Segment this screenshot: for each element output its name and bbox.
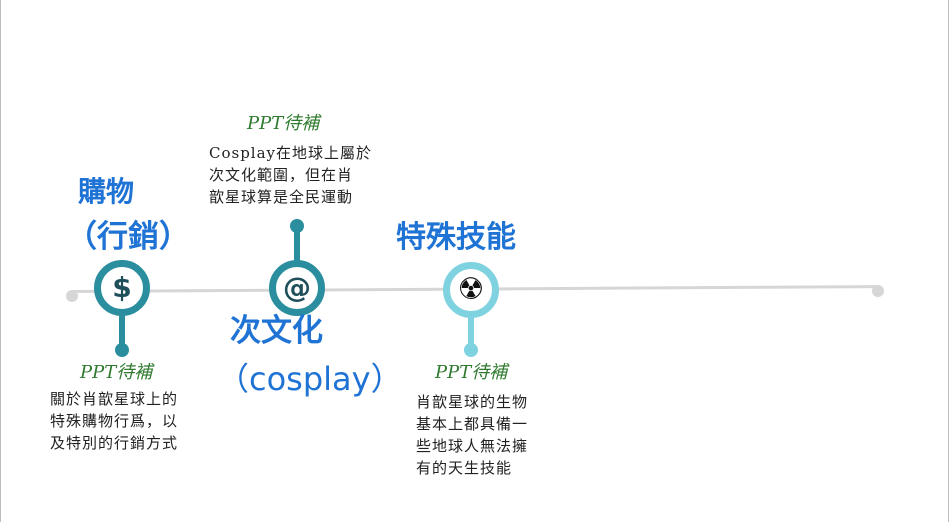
item-cosplay-label: PPT待補 [247,113,320,134]
cosplay-connector [294,228,300,264]
item-shopping-description: 關於肖歆星球上的 特殊購物行爲，以 及特別的行銷方式 [50,390,179,452]
skills-node: ☢ [443,262,499,318]
item-skills-description: 肖歆星球的生物 基本上都具備一 些地球人無法擁 有的天生技能 [416,393,529,477]
item-shopping-title: 購物 [78,175,135,208]
radiation-icon: ☢ [457,272,485,307]
item-cosplay-subtitle: （cosplay） [217,360,403,398]
item-shopping-subtitle: （行銷） [66,219,190,255]
item-skills-label: PPT待補 [435,362,508,383]
at-sign-icon: @ [283,271,311,304]
item-cosplay-description: Cosplay在地球上屬於 次文化範圍，但在肖 歆星球算是全民運動 [209,144,373,206]
slide-left-border [0,0,1,522]
timeline-end-dot [872,285,884,297]
timeline-start-dot [66,290,78,302]
item-shopping-label: PPT待補 [80,362,153,383]
cosplay-node: @ [269,260,325,316]
shopping-node: $ [94,260,150,316]
skills-connector-knob [464,343,478,357]
item-skills-title: 特殊技能 [396,220,516,255]
cosplay-connector-knob [290,219,304,233]
item-cosplay-title: 次文化 [230,313,323,349]
shopping-connector-knob [115,343,129,357]
shopping-connector [119,315,125,347]
dollar-icon: $ [112,271,132,304]
skills-connector [468,316,474,346]
